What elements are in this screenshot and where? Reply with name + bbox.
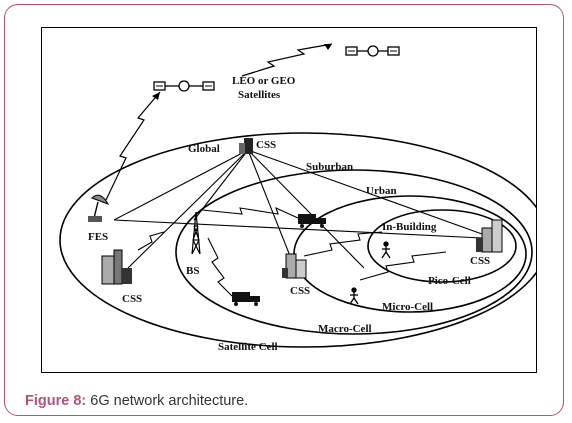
caption-text: 6G network architecture. [86, 393, 249, 409]
bs-label: BS [186, 265, 199, 277]
macro-cell-label: Macro-Cell [318, 323, 372, 335]
radio-link [207, 237, 233, 297]
css-links [113, 149, 483, 269]
pedestrian-icon [381, 241, 391, 259]
css-top-label: CSS [256, 139, 276, 151]
css-mid-label: CSS [290, 285, 310, 297]
satellite-cell-label: Satellite Cell [218, 341, 278, 353]
figure-frame: LEO or GEO Satellites Global CSS Suburba… [4, 4, 564, 416]
vehicle-icon [298, 214, 326, 228]
in-building-label: In-Building [382, 221, 437, 233]
figure-caption: Figure 8: 6G network architecture. [25, 393, 248, 409]
vehicle-icon [232, 292, 260, 306]
macro-cell-ellipse [175, 169, 533, 335]
satellites-label-line2: Satellites [238, 89, 281, 101]
pedestrian-icon [349, 287, 359, 305]
satellites-label: LEO or GEO [232, 75, 296, 87]
radio-link [201, 206, 299, 219]
radio-link [359, 251, 447, 281]
network-architecture-diagram: LEO or GEO Satellites Global CSS Suburba… [41, 27, 537, 373]
radio-link [303, 231, 383, 257]
radio-link [137, 231, 165, 251]
css-building-icon [282, 253, 307, 279]
uplink-zigzag [105, 91, 161, 201]
micro-cell-label: Micro-Cell [382, 301, 433, 313]
css-building-icon [101, 249, 132, 285]
pico-cell-ellipse [367, 209, 517, 283]
suburban-label: Suburban [306, 161, 353, 173]
fes-label: FES [88, 231, 108, 243]
satellite-cell-ellipse [59, 132, 536, 348]
satellite-icon [345, 45, 400, 57]
base-station-tower-icon [191, 211, 201, 255]
pico-cell-label: Pico-Cell [428, 275, 471, 287]
css-building-icon [476, 219, 503, 253]
urban-label: Urban [366, 185, 397, 197]
css-building-icon [239, 138, 253, 154]
satellite-link-zigzag [241, 43, 333, 77]
css-left-label: CSS [122, 293, 142, 305]
css-right-label: CSS [470, 255, 490, 267]
satellite-icon [153, 80, 215, 92]
caption-label: Figure 8: [25, 393, 87, 409]
global-label: Global [188, 143, 220, 155]
satellite-dish-icon [88, 194, 110, 222]
